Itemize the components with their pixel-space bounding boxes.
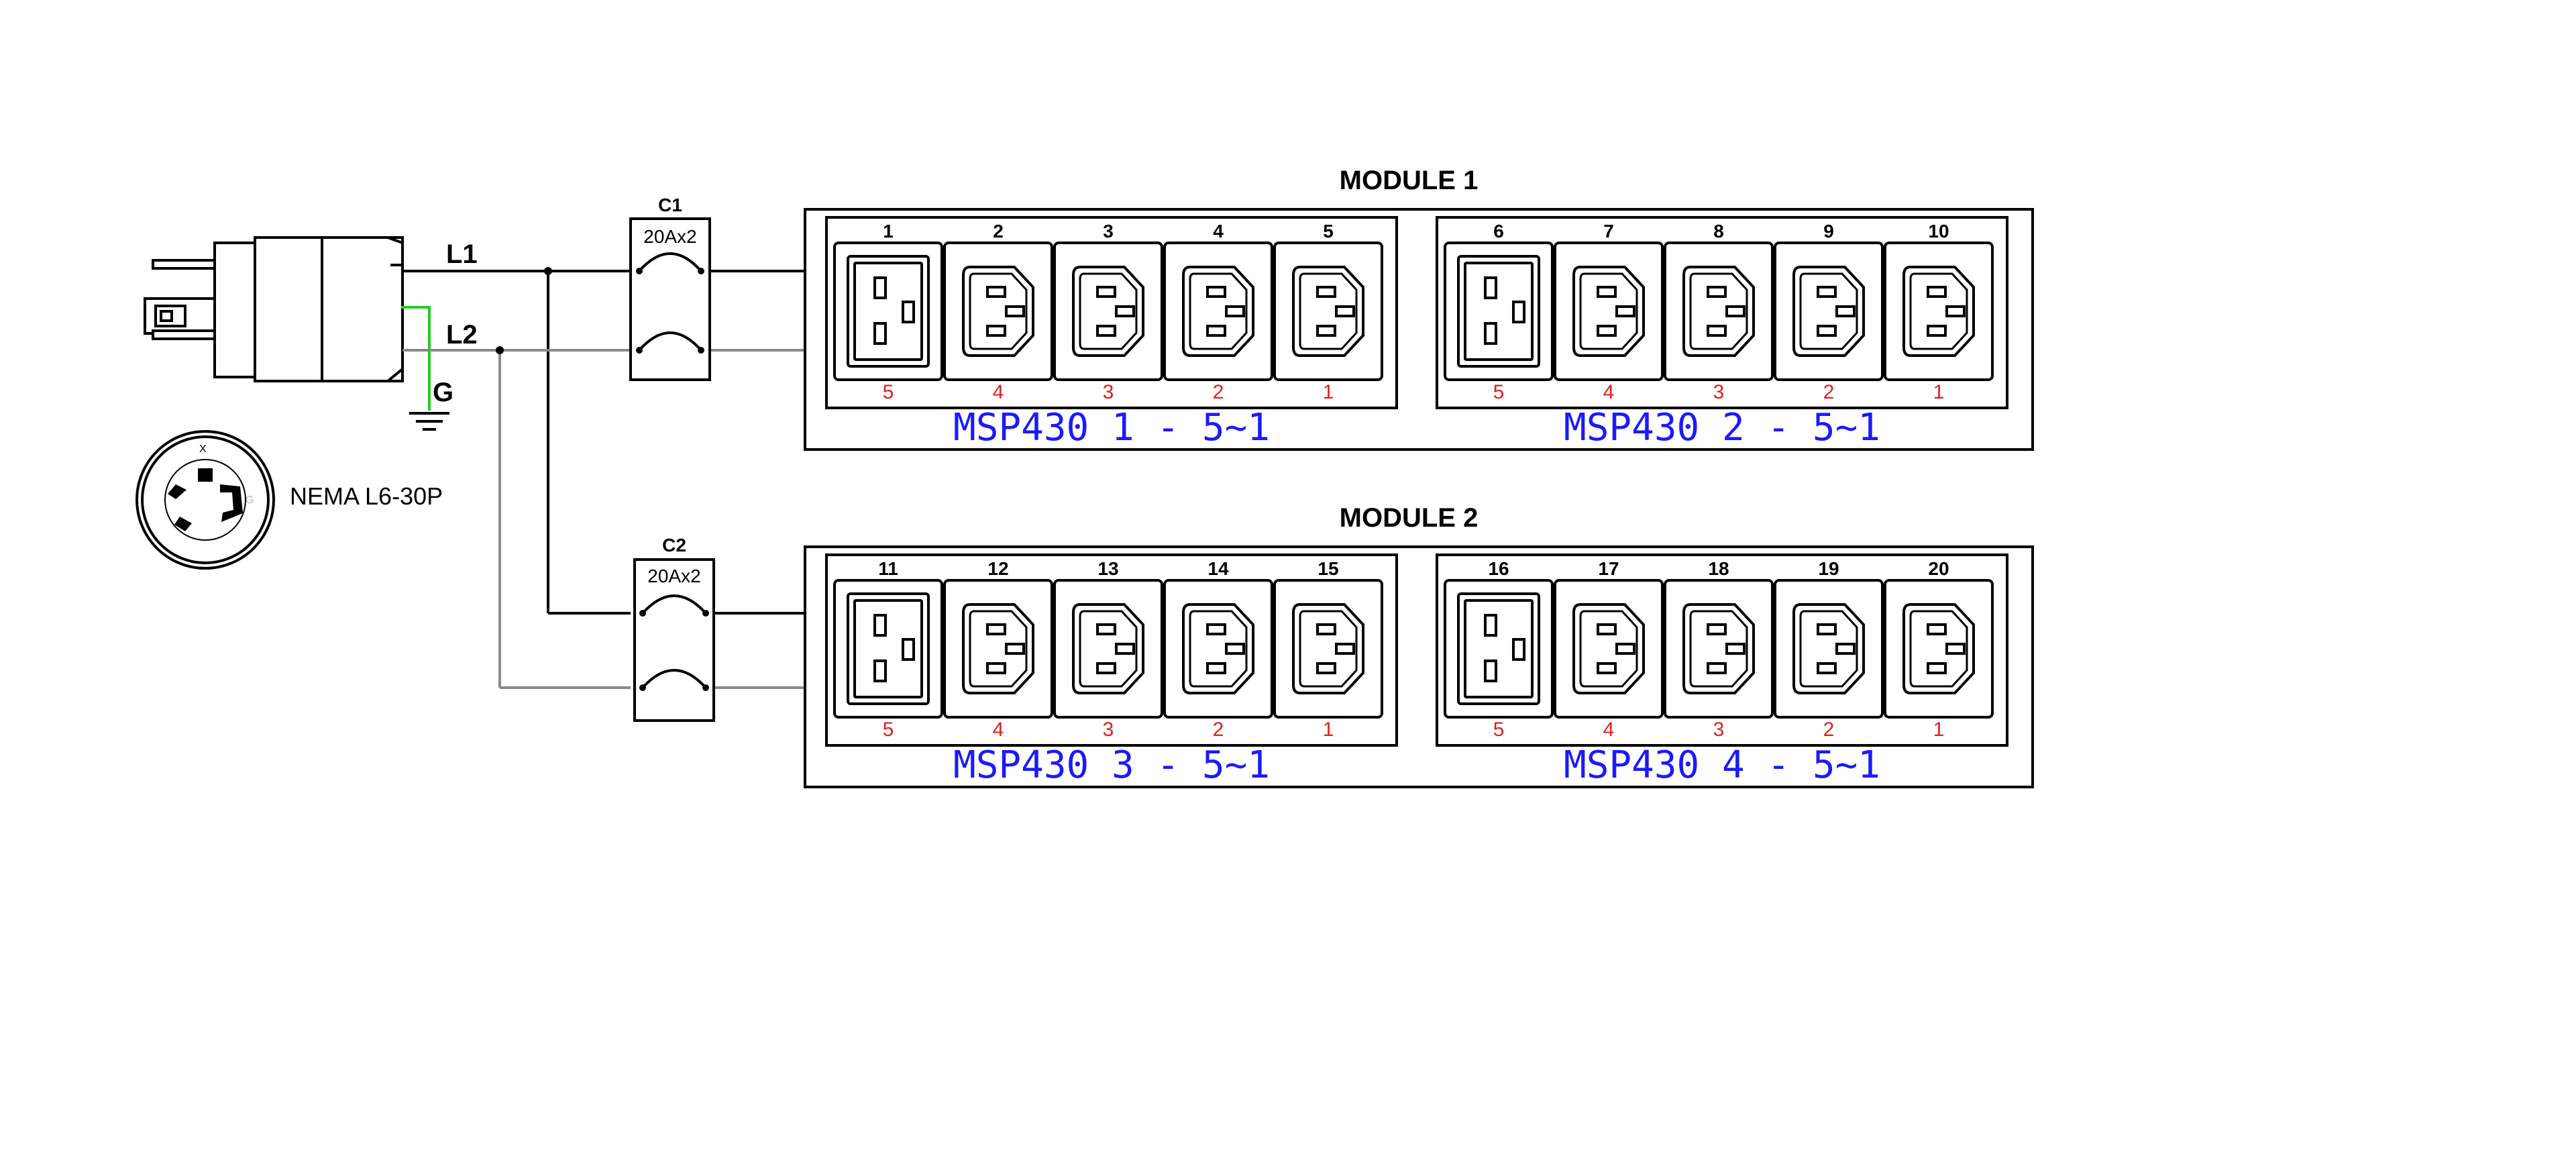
breaker-c1 — [629, 217, 711, 381]
outlet-number: 17 — [1598, 558, 1619, 579]
breaker-c2-label: C2 — [662, 535, 686, 556]
plug-face-letter-g: G — [246, 494, 254, 506]
outlet-channel-number: 5 — [883, 719, 894, 741]
l2-junction — [496, 346, 504, 354]
outlet: 15 1 — [1273, 558, 1383, 741]
group-caption: MSP430 1 - 5~1 — [953, 406, 1270, 450]
outlet: 11 5 — [833, 558, 943, 741]
outlet-channel-number: 3 — [1103, 719, 1114, 741]
plug-face-letter-x: X — [199, 443, 207, 455]
outlet-number: 12 — [987, 558, 1008, 579]
outlet-number: 11 — [878, 558, 898, 579]
outlet-number: 2 — [993, 221, 1004, 242]
outlet-channel-number: 2 — [1823, 381, 1835, 403]
outlet-channel-number: 1 — [1323, 381, 1334, 403]
outlet: 33 — [1053, 221, 1163, 403]
outlet-channel-number: 4 — [993, 719, 1004, 741]
outlet: 12 4 — [943, 558, 1053, 741]
outlet-number: 8 — [1713, 221, 1724, 242]
breaker-c2 — [633, 558, 715, 722]
outlet-channel-number: 5 — [883, 381, 894, 403]
breaker-c1-rating: 20Ax2 — [643, 226, 696, 247]
outlet-number: 20 — [1928, 558, 1949, 579]
outlet: 20 1 — [1884, 558, 1994, 741]
plug-side-view — [144, 236, 404, 382]
outlet-channel-number: 4 — [993, 381, 1004, 403]
outlet: 19 2 — [1774, 558, 1884, 741]
outlet-number: 18 — [1708, 558, 1729, 579]
l2-wire — [402, 349, 805, 689]
outlet-channel-number: 2 — [1213, 719, 1224, 741]
outlet: 92 — [1774, 221, 1884, 403]
ground-wire — [401, 306, 449, 431]
outlet-number: 19 — [1818, 558, 1839, 579]
breaker-c2-rating: 20Ax2 — [647, 566, 700, 586]
group-caption: MSP430 3 - 5~1 — [953, 743, 1270, 787]
outlet: 15 — [833, 221, 943, 403]
outlet-number: 16 — [1488, 558, 1509, 579]
l1-wire — [402, 270, 805, 615]
outlet: 14 2 — [1163, 558, 1273, 741]
group-caption: MSP430 2 - 5~1 — [1564, 406, 1880, 450]
group-caption: MSP430 4 - 5~1 — [1564, 743, 1880, 787]
outlet-number: 10 — [1928, 221, 1949, 242]
outlet-channel-number: 4 — [1603, 381, 1615, 403]
outlet-number: 14 — [1208, 558, 1229, 579]
outlet: 83 — [1664, 221, 1774, 403]
outlet-number: 15 — [1318, 558, 1338, 579]
outlet-number: 1 — [883, 221, 894, 242]
outlet: 16 5 — [1444, 558, 1554, 741]
module-title: MODULE 2 — [1340, 503, 1479, 533]
outlet-channel-number: 3 — [1713, 381, 1725, 403]
outlet: 42 — [1163, 221, 1273, 403]
l1-label: L1 — [446, 240, 478, 269]
outlet-channel-number: 5 — [1493, 719, 1505, 741]
outlet-channel-number: 4 — [1603, 719, 1615, 741]
outlet-number: 3 — [1103, 221, 1114, 242]
breaker-c1-label: C1 — [658, 195, 682, 215]
outlet-number: 13 — [1097, 558, 1118, 579]
outlet: 24 — [943, 221, 1053, 403]
outlet-channel-number: 1 — [1323, 719, 1334, 741]
outlet-channel-number: 5 — [1493, 381, 1505, 403]
l1-junction — [544, 267, 552, 275]
outlet: 17 4 — [1554, 558, 1664, 741]
ground-label: G — [433, 378, 453, 407]
outlet-channel-number: 2 — [1213, 381, 1224, 403]
outlet-channel-number: 3 — [1103, 381, 1114, 403]
outlet: 10 1 — [1884, 221, 1994, 403]
plug-face-icon — [136, 430, 275, 570]
l2-label: L2 — [446, 320, 478, 350]
plug-type-label: NEMA L6-30P — [290, 482, 443, 510]
outlet-number: 9 — [1823, 221, 1834, 242]
outlet-number: 5 — [1323, 221, 1334, 242]
outlet-channel-number: 1 — [1933, 381, 1945, 403]
outlet-channel-number: 1 — [1933, 719, 1945, 741]
outlet: 18 3 — [1664, 558, 1774, 741]
outlet-channel-number: 2 — [1823, 719, 1835, 741]
outlet-number: 4 — [1213, 221, 1224, 242]
outlet: 74 — [1554, 221, 1664, 403]
module-title: MODULE 1 — [1340, 166, 1479, 195]
outlet: 13 3 — [1053, 558, 1163, 741]
outlet-channel-number: 3 — [1713, 719, 1725, 741]
outlet: 65 — [1444, 221, 1554, 403]
outlet-number: 7 — [1603, 221, 1614, 242]
outlet: 51 — [1273, 221, 1383, 403]
outlet-number: 6 — [1493, 221, 1504, 242]
